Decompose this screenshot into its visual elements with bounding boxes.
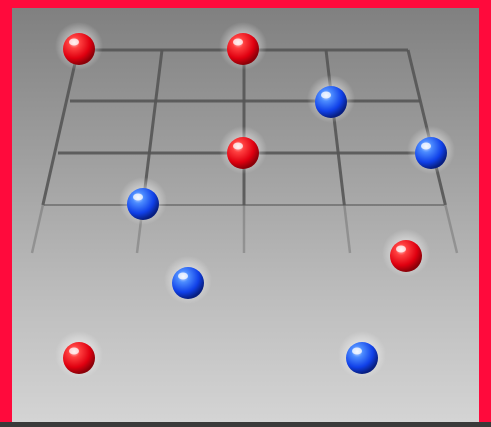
- frame-right-edge: [479, 8, 491, 422]
- marble-highlight: [233, 143, 243, 150]
- marble-body: [315, 86, 347, 118]
- grid-column-line-fade: [445, 205, 457, 253]
- marble-highlight: [233, 39, 243, 46]
- blue-marble[interactable]: [307, 75, 355, 123]
- marble-body: [415, 137, 447, 169]
- marble-body: [127, 188, 159, 220]
- bottom-bar: [0, 422, 491, 427]
- board-canvas[interactable]: [12, 8, 479, 422]
- red-marble[interactable]: [382, 229, 430, 277]
- marble-body: [227, 137, 259, 169]
- grid-column-line: [43, 50, 78, 205]
- marble-body: [346, 342, 378, 374]
- marble-highlight: [69, 39, 79, 46]
- blue-marble[interactable]: [119, 177, 167, 225]
- marble-highlight: [69, 348, 79, 355]
- blue-marble[interactable]: [338, 331, 386, 379]
- marble-highlight: [321, 92, 331, 99]
- marble-body: [172, 267, 204, 299]
- marble-body: [63, 33, 95, 65]
- marble-body: [227, 33, 259, 65]
- grid-column-line: [326, 50, 344, 205]
- blue-marble[interactable]: [407, 126, 455, 174]
- grid-column-line-fade: [32, 205, 43, 253]
- marble-highlight: [178, 273, 188, 280]
- marble-highlight: [421, 143, 431, 150]
- marble-body: [63, 342, 95, 374]
- red-marble[interactable]: [55, 22, 103, 70]
- red-marble[interactable]: [219, 126, 267, 174]
- red-marble[interactable]: [55, 331, 103, 379]
- game-board[interactable]: [12, 8, 479, 422]
- marble-body: [390, 240, 422, 272]
- marble-highlight: [133, 194, 143, 201]
- red-marble[interactable]: [219, 22, 267, 70]
- marble-highlight: [396, 246, 406, 253]
- marbles-layer: [55, 22, 455, 379]
- blue-marble[interactable]: [164, 256, 212, 304]
- grid-column-line-fade: [344, 205, 350, 253]
- marble-highlight: [352, 348, 362, 355]
